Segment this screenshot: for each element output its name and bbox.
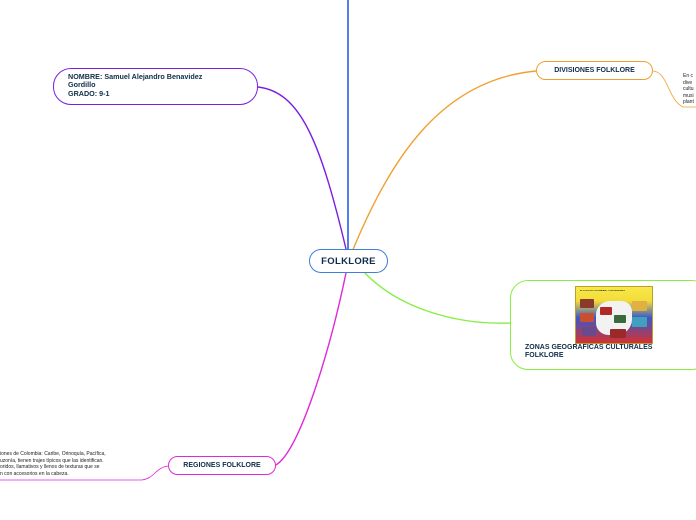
image-photo-7	[632, 317, 647, 327]
image-photo-8	[610, 329, 626, 338]
folklore-regions-image-title: EL FOLCLOR COLOMBIANO Y SUS REGIONES	[580, 290, 625, 292]
central-node-folklore[interactable]: FOLKLORE	[309, 249, 388, 273]
student-name-line2: Gordillo	[68, 80, 96, 90]
divisiones-folklore-node[interactable]: DIVISIONES FOLKLORE	[536, 61, 653, 80]
regiones-note-line-1: iones de Colombia: Caribe, Orinoquía, Pa…	[0, 451, 106, 457]
regiones-label: REGIONES FOLKLORE	[183, 462, 261, 469]
divisiones-note-line-3: cultu	[683, 86, 694, 93]
divisiones-branch-line	[351, 70, 537, 253]
regiones-folklore-node[interactable]: REGIONES FOLKLORE	[168, 456, 276, 475]
divisiones-note-line-5: plant	[683, 99, 694, 106]
folklore-regions-image: EL FOLCLOR COLOMBIANO Y SUS REGIONES	[575, 286, 653, 344]
regiones-note-line-3: oridos, llamativos y llenos de texturas …	[0, 464, 100, 471]
student-name-line1: NOMBRE: Samuel Alejandro Benavidez	[68, 72, 203, 81]
student-name-node[interactable]: NOMBRE: Samuel Alejandro Benavidez Gordi…	[53, 68, 258, 105]
regiones-note-line-2: uzonía, tienen trajes típicos que las id…	[0, 457, 104, 464]
student-grade-line: GRADO: 9-1	[68, 88, 110, 98]
central-node-label: FOLKLORE	[321, 255, 376, 267]
regiones-branch-line	[275, 272, 347, 466]
image-photo-4	[600, 307, 612, 315]
divisiones-note-line-1: En c	[683, 73, 694, 79]
divisiones-note: En c dive cultu musi plant	[683, 73, 696, 106]
image-photo-3	[582, 327, 596, 336]
regiones-note-line	[0, 465, 169, 481]
zonas-branch-line	[363, 271, 511, 324]
zonas-label-line2: FOLKLORE	[525, 352, 564, 359]
regiones-note-line-4: n con accesorios en la cabeza.	[0, 470, 69, 477]
divisiones-note-line-2: dive	[683, 79, 693, 86]
image-photo-6	[632, 301, 647, 311]
image-photo-2	[580, 313, 594, 322]
divisiones-label: DIVISIONES FOLKLORE	[554, 67, 635, 74]
divisiones-note-line	[652, 70, 696, 108]
image-photo-1	[580, 299, 594, 308]
regiones-note: iones de Colombia: Caribe, Orinoquía, Pa…	[0, 451, 160, 477]
zonas-label-line1: ZONAS GEOGRAFICAS CULTURALES	[525, 344, 653, 351]
image-photo-5	[614, 315, 626, 323]
zonas-geograficas-node[interactable]: EL FOLCLOR COLOMBIANO Y SUS REGIONES ZON…	[510, 280, 696, 370]
divisiones-note-line-4: musi	[683, 92, 694, 99]
name-branch-line	[257, 86, 347, 250]
zonas-label: ZONAS GEOGRAFICAS CULTURALES FOLKLORE	[525, 344, 685, 360]
